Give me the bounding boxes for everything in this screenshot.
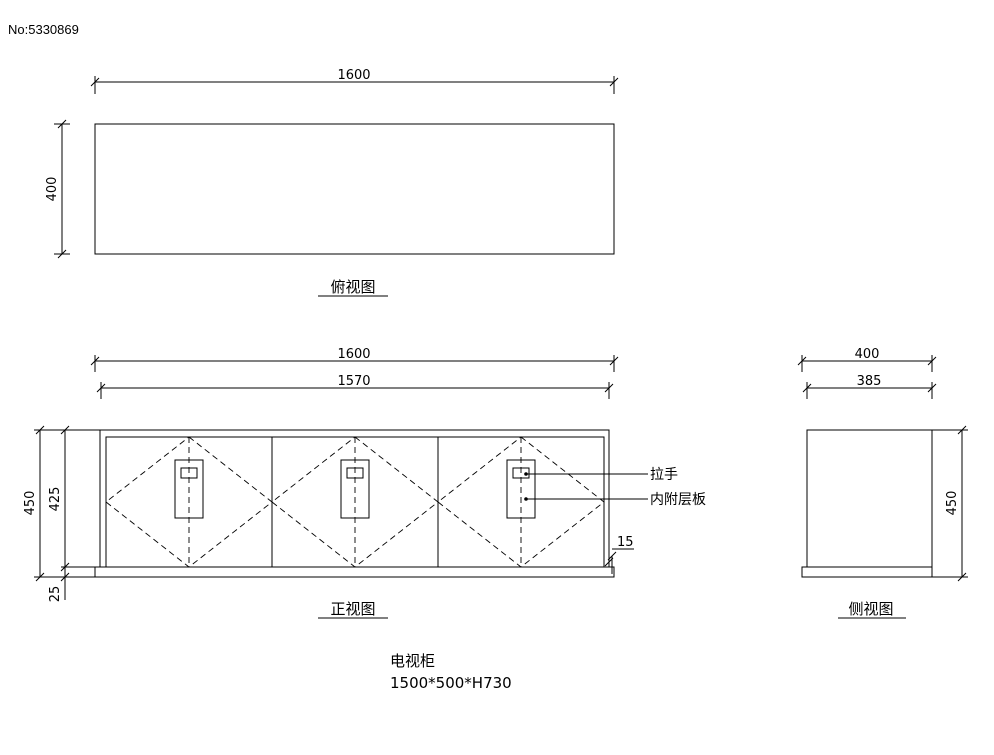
inner-shelf-leader: 内附层板 bbox=[524, 492, 706, 508]
top-depth-label: 400 bbox=[45, 177, 60, 202]
side-view-title: 侧视图 bbox=[848, 600, 893, 618]
door-2-handle bbox=[346, 467, 364, 479]
front-inner-width-label: 1570 bbox=[337, 374, 370, 389]
top-width-dimension: 1600 bbox=[90, 68, 619, 94]
handle-label: 拉手 bbox=[650, 467, 678, 483]
side-depth-label: 400 bbox=[855, 347, 880, 362]
side-height-dimension: 450 bbox=[932, 425, 968, 582]
front-base-height-label: 25 bbox=[48, 586, 63, 603]
front-view-title: 正视图 bbox=[330, 600, 375, 618]
front-overall-width-dimension: 1600 bbox=[90, 347, 619, 372]
catalog-number: No:5330869 bbox=[8, 22, 79, 37]
offset-label: 15 bbox=[617, 535, 634, 550]
offset-dimension: 15 bbox=[604, 535, 634, 574]
front-cabinet-height-dimension: 425 bbox=[48, 425, 95, 572]
door-1 bbox=[105, 436, 273, 568]
door-3-panel bbox=[506, 459, 536, 519]
front-base-height-dimension: 25 bbox=[48, 567, 70, 603]
top-view-title: 俯视图 bbox=[330, 278, 375, 296]
front-overall-width-label: 1600 bbox=[337, 347, 370, 362]
front-height-label: 450 bbox=[23, 491, 38, 516]
door-2 bbox=[271, 436, 439, 568]
product-size: 1500*500*H730 bbox=[390, 674, 512, 692]
front-view: 1600 1570 450 425 bbox=[23, 347, 706, 619]
top-depth-dimension: 400 bbox=[45, 119, 70, 259]
door-2-diamond bbox=[271, 436, 439, 568]
front-inner-width-dimension: 1570 bbox=[96, 374, 614, 399]
product-name: 电视柜 bbox=[390, 652, 435, 670]
cabinet-base bbox=[94, 566, 615, 578]
top-view: 1600 400 俯视图 bbox=[45, 68, 619, 297]
side-height-label: 450 bbox=[945, 491, 960, 516]
side-view: 400 385 450 侧视图 bbox=[797, 347, 968, 619]
side-inner-depth-dimension: 385 bbox=[802, 374, 937, 399]
side-body-outline bbox=[806, 429, 933, 568]
door-1-panel bbox=[174, 459, 204, 519]
door-3-diamond bbox=[437, 436, 605, 568]
front-height-dimension: 450 bbox=[23, 425, 100, 582]
door-2-panel bbox=[340, 459, 370, 519]
front-cabinet-height-label: 425 bbox=[48, 487, 63, 512]
side-base bbox=[801, 566, 933, 578]
side-depth-dimension: 400 bbox=[797, 347, 937, 372]
door-3-handle bbox=[512, 467, 530, 479]
top-width-label: 1600 bbox=[337, 68, 370, 83]
side-inner-depth-label: 385 bbox=[857, 374, 882, 389]
door-3 bbox=[437, 436, 605, 568]
door-1-handle bbox=[180, 467, 198, 479]
door-1-diamond bbox=[105, 436, 273, 568]
top-view-outline bbox=[94, 123, 615, 255]
inner-shelf-label: 内附层板 bbox=[650, 492, 706, 508]
handle-leader: 拉手 bbox=[524, 467, 678, 483]
